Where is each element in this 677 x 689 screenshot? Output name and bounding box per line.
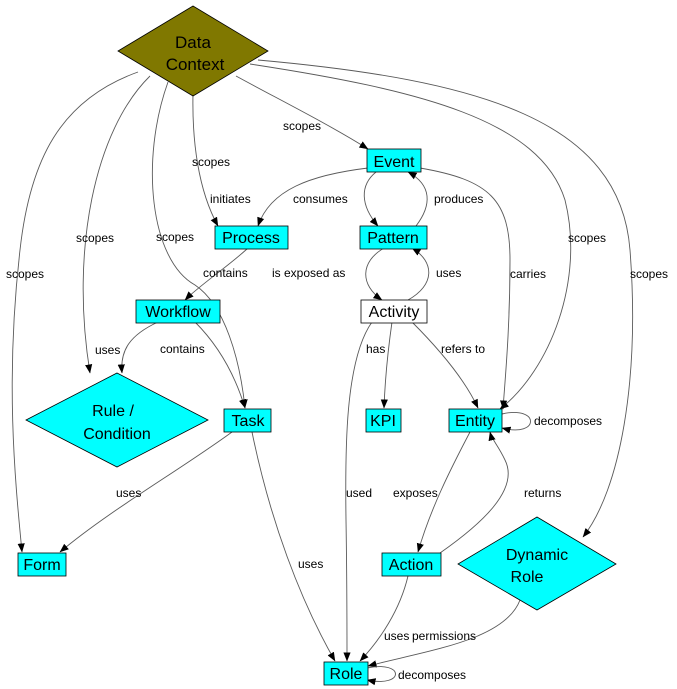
node-workflow-label: Workflow [145, 304, 211, 321]
node-pattern[interactable]: Pattern [359, 225, 428, 250]
edge-activity-pattern [407, 247, 430, 301]
edge-event-pattern [363, 171, 379, 227]
edge-task-role [251, 431, 336, 662]
edge-activity-kpi [380, 321, 393, 409]
edge-entity-action [416, 431, 471, 553]
edge-role-self [366, 666, 396, 686]
node-dynamic-role-line2: Role [511, 569, 544, 586]
label-process-workflow: contains [203, 266, 248, 280]
label-workflow-rule: uses [95, 343, 120, 357]
label-event-entity: carries [510, 267, 546, 281]
node-event[interactable]: Event [366, 148, 422, 173]
edge-event-process [257, 167, 369, 227]
edge-task-form [59, 431, 233, 553]
edge-action-entity [439, 431, 509, 554]
edge-labels: scopes scopes scopes scopes scopes scope… [6, 119, 668, 682]
edge-datacontext-form [11, 71, 139, 553]
edge-datacontext-entity [249, 63, 572, 410]
node-event-label: Event [374, 154, 415, 171]
label-dc-form: scopes [6, 267, 44, 281]
label-activity-entity: refers to [441, 342, 485, 356]
node-pattern-label: Pattern [367, 230, 419, 247]
label-event-process: initiates [210, 192, 251, 206]
node-task[interactable]: Task [223, 408, 272, 433]
node-dynamic-role-line1: Dynamic [506, 547, 568, 564]
edge-entity-self [501, 412, 531, 434]
label-dc-entity: scopes [568, 231, 606, 245]
node-entity-label: Entity [455, 413, 495, 430]
edges [11, 59, 634, 686]
node-task-label: Task [232, 413, 266, 430]
label-task-role: uses [298, 557, 323, 571]
node-rule-line1: Rule / [92, 403, 134, 420]
edge-process-workflow [184, 247, 249, 301]
edge-datacontext-task [151, 81, 248, 409]
label-action-entity: returns [524, 486, 561, 500]
label-role-self: decomposes [398, 668, 466, 682]
label-workflow-task: contains [160, 342, 205, 356]
node-data-context-line1: Data [175, 33, 211, 52]
label-dc-rule: scopes [76, 231, 114, 245]
edge-datacontext-process [192, 93, 219, 227]
edge-datacontext-dynamicrole [257, 59, 634, 538]
node-workflow[interactable]: Workflow [135, 299, 221, 324]
node-entity[interactable]: Entity [448, 408, 503, 433]
label-activity-kpi: has [366, 342, 385, 356]
edge-datacontext-event [235, 75, 369, 150]
node-activity[interactable]: Activity [360, 299, 428, 324]
label-dc-process: scopes [192, 155, 230, 169]
node-dynamic-role[interactable]: Dynamic Role [457, 516, 617, 611]
node-data-context-line2: Context [166, 55, 225, 74]
edge-datacontext-rule [82, 75, 151, 374]
label-pattern-event: produces [434, 192, 483, 206]
node-kpi[interactable]: KPI [365, 408, 402, 433]
edge-workflow-task [194, 321, 246, 409]
node-data-context[interactable]: Data Context [117, 5, 269, 97]
edge-pattern-activity [365, 247, 385, 301]
edge-dynamicrole-role [367, 599, 521, 668]
node-action[interactable]: Action [381, 552, 442, 577]
edge-activity-role [343, 321, 373, 662]
label-dc-task: scopes [156, 230, 194, 244]
label-dc-event: scopes [283, 119, 321, 133]
edge-event-entity [419, 167, 511, 410]
node-activity-label: Activity [369, 304, 420, 321]
label-action-role: uses [384, 629, 409, 643]
edge-workflow-rule [117, 321, 159, 374]
label-process-event: consumes [293, 192, 348, 206]
edge-action-role [359, 575, 409, 662]
label-pattern-activity: is exposed as [272, 266, 345, 280]
label-entity-self: decomposes [534, 414, 602, 428]
edge-pattern-event [407, 171, 428, 227]
node-rule-condition[interactable]: Rule / Condition [25, 372, 209, 468]
node-role[interactable]: Role [323, 661, 369, 686]
label-entity-action: exposes [393, 486, 438, 500]
edge-activity-entity [411, 321, 479, 409]
nodes: Data Context Event Process Pattern Workf… [17, 5, 617, 686]
node-process-label: Process [222, 230, 280, 247]
node-form-label: Form [23, 557, 60, 574]
node-kpi-label: KPI [370, 413, 396, 430]
label-dynamicrole-role: permissions [412, 629, 476, 643]
label-dc-dynamicrole: scopes [630, 267, 668, 281]
node-role-label: Role [330, 666, 363, 683]
node-action-label: Action [389, 557, 433, 574]
node-rule-line2: Condition [83, 426, 151, 443]
node-form[interactable]: Form [17, 552, 67, 577]
node-process[interactable]: Process [214, 225, 289, 250]
label-activity-role: used [346, 486, 372, 500]
label-activity-pattern: uses [436, 266, 461, 280]
label-task-form: uses [116, 486, 141, 500]
